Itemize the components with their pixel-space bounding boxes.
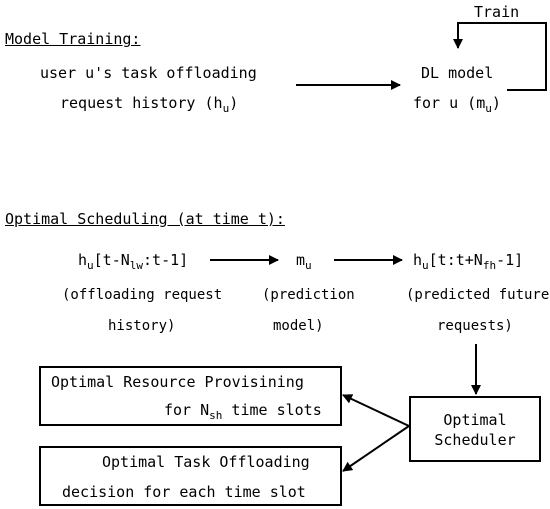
input-caption-line2: history) <box>108 318 176 334</box>
offloading-label-line2: decision for each time slot <box>62 483 306 501</box>
dl-model-label-line2: for u (mu) <box>413 94 501 115</box>
history-label-line2: request history (hu) <box>60 94 239 115</box>
predicted-requests-term: hu[t:t+Nfh-1] <box>413 251 524 272</box>
output-caption-line1: (predicted future <box>406 287 550 303</box>
arrow-scheduler-to-provisioning <box>342 394 410 427</box>
arrow-scheduler-to-offloading <box>342 425 410 472</box>
scheduler-label-line2: Scheduler <box>434 431 516 449</box>
offloading-label-line1: Optimal Task Offloading <box>102 453 310 471</box>
resource-provisioning-box: Optimal Resource Provisining for Nsh tim… <box>39 366 342 426</box>
optimal-scheduling-heading: Optimal Scheduling (at time t): <box>5 210 285 228</box>
model-training-heading: Model Training: <box>5 30 141 48</box>
model-caption-line1: (prediction <box>262 287 355 303</box>
input-history-term: hu[t-Nlw:t-1] <box>78 251 189 272</box>
scheduler-label-line1: Optimal <box>443 411 507 429</box>
input-caption-line1: (offloading request <box>62 287 223 303</box>
prediction-model-term: mu <box>296 251 312 272</box>
history-label-line1: user u's task offloading <box>40 64 257 82</box>
provisioning-label-line1: Optimal Resource Provisining <box>51 373 304 391</box>
output-caption-line2: requests) <box>437 318 513 334</box>
dl-model-label-line1: DL model <box>421 64 494 82</box>
train-label: Train <box>474 3 520 21</box>
optimal-scheduler-box: Optimal Scheduler <box>409 396 541 462</box>
provisioning-label-line2: for Nsh time slots <box>164 401 322 422</box>
model-caption-line2: model) <box>273 318 324 334</box>
train-loop-arrow <box>453 22 547 91</box>
task-offloading-box: Optimal Task Offloading decision for eac… <box>39 446 342 506</box>
